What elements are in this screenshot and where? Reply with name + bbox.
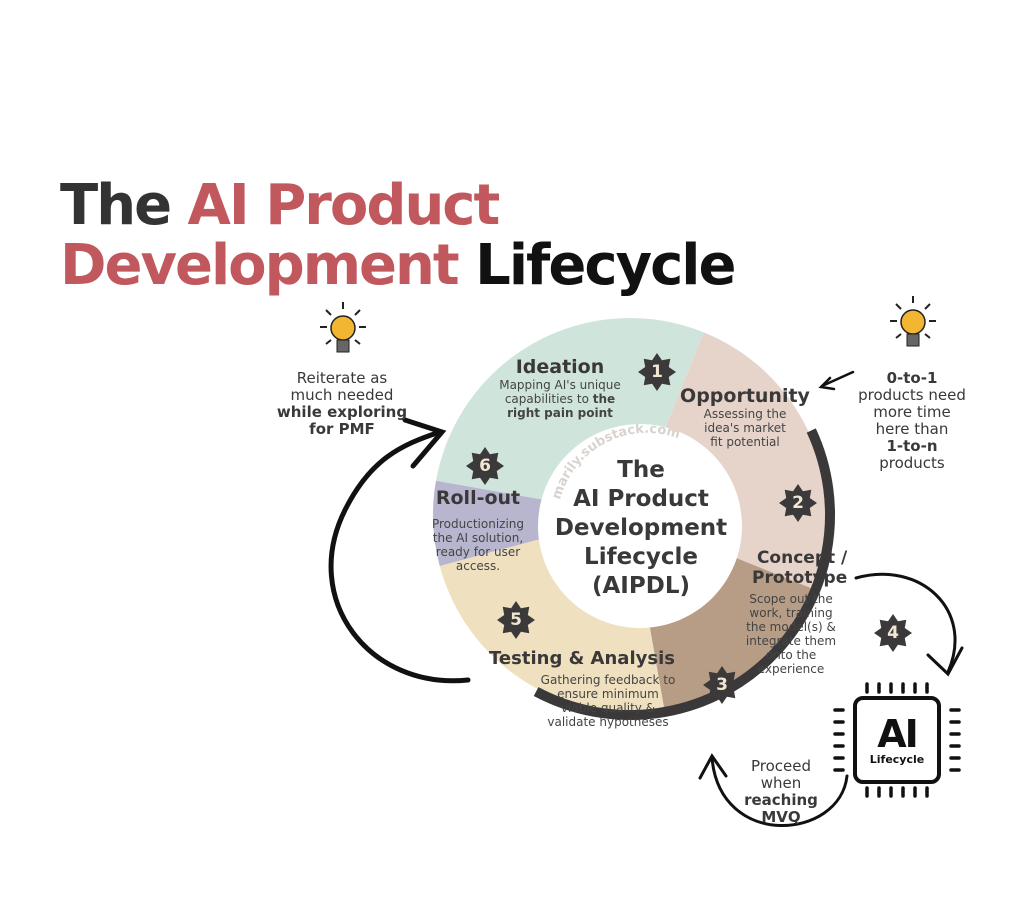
stage-title: Roll-out: [435, 487, 521, 509]
lightbulb-icon: [886, 294, 940, 362]
stage-title: Opportunity: [680, 385, 810, 407]
stage-6-badge: 6: [466, 447, 504, 485]
note-proceed: Proceed when reaching MVQ: [744, 758, 818, 826]
stage-desc: capabilities to: [504, 392, 593, 406]
stage-concept-desc: Scope out the work, training the model(s…: [746, 592, 836, 676]
stage-title: Prototype: [752, 568, 848, 588]
title-the: The: [60, 173, 172, 238]
stage-desc: viable quality &: [560, 701, 656, 715]
note-line: products need: [858, 386, 966, 404]
note-line-bold: reaching: [744, 791, 818, 809]
stage-desc: onto the: [765, 648, 817, 662]
stage-desc: ensure minimum: [557, 687, 659, 701]
center-line: Development: [554, 515, 728, 541]
stage-desc: Gathering feedback to: [540, 673, 676, 687]
stage-3-badge: 3: [703, 666, 741, 704]
stage-testing-desc: Gathering feedback to ensure minimum via…: [541, 673, 676, 729]
stage-testing: Testing & Analysis: [489, 648, 675, 669]
proceed-arrow: [698, 753, 849, 827]
stage-1-badge: 1: [638, 353, 676, 391]
title-ai-product: AI Product: [187, 173, 501, 238]
page-title: The AI Product Development Lifecycle: [60, 173, 736, 298]
stage-desc: the AI solution,: [432, 531, 524, 545]
stage-desc-bold: right pain point: [507, 406, 613, 420]
stage-opportunity: Opportunity Assessing the idea's market …: [680, 385, 810, 449]
note-line: Proceed: [750, 757, 812, 775]
stage-desc: access.: [455, 559, 501, 573]
note-0-to-1: 0-to-1 products need more time here than…: [858, 370, 966, 472]
note-line-bold: 1-to-n: [886, 437, 938, 455]
stage-desc: integrate them: [745, 634, 837, 648]
chip-ai-text: AI: [877, 711, 919, 756]
stage-rollout: Roll-out Productionizing the AI solution…: [432, 487, 524, 573]
stage-2-badge: 2: [779, 484, 817, 522]
stage-desc: idea's market: [704, 421, 786, 435]
stage-desc: the model(s) &: [746, 620, 836, 634]
stage-desc: fit potential: [710, 435, 780, 449]
title-development: Development: [60, 233, 460, 298]
stage-title: Concept /: [756, 548, 848, 568]
ai-lifecycle-chip-icon: AI Lifecycle: [853, 696, 941, 784]
note-line: much needed: [290, 386, 394, 404]
stage-desc: work, training: [749, 606, 833, 620]
chip-pins: [833, 682, 961, 798]
stage-desc: ready for user: [435, 545, 521, 559]
wheel-shadow-ring: [533, 428, 835, 720]
stage-title: Testing & Analysis: [489, 648, 675, 669]
stage-concept: Concept / Prototype: [752, 548, 847, 588]
stage-4-badge: 4: [874, 614, 912, 652]
note-line: more time: [873, 403, 951, 421]
center-line: Lifecycle: [584, 544, 698, 570]
center-line: (AIPDL): [592, 573, 690, 599]
note-line: when: [760, 774, 802, 792]
note-line: products: [879, 454, 945, 472]
stage-desc: experience: [757, 662, 825, 676]
center-title: The AI Product Development Lifecycle (AI…: [555, 456, 727, 601]
stage-desc: validate hypotheses: [547, 715, 669, 729]
stage-desc: Scope out the: [749, 592, 833, 606]
chip-lifecycle-text: Lifecycle: [869, 752, 925, 766]
wedge-rollout: [433, 480, 630, 566]
note-line: Reiterate as: [296, 369, 388, 387]
note-reiterate: Reiterate as much needed while exploring…: [277, 370, 407, 438]
stage-desc: Mapping AI's unique: [499, 378, 621, 392]
stage-5-badge: 5: [497, 601, 535, 639]
opportunity-pointer-arrow: [818, 370, 855, 391]
wheel-center: [538, 424, 742, 628]
center-line: AI Product: [573, 486, 709, 512]
note-line-bold: MVQ: [761, 808, 801, 826]
note-line-bold: for PMF: [309, 420, 375, 438]
stage-desc-bold: the: [592, 392, 616, 406]
title-lifecycle: Lifecycle: [475, 233, 736, 298]
center-line: The: [617, 457, 665, 483]
stage-desc: Productionizing: [431, 517, 525, 531]
stage-ideation: Ideation Mapping AI's unique capabilitie…: [499, 356, 621, 420]
to-ai-lifecycle-arrow: [854, 572, 964, 677]
note-line-bold: 0-to-1: [886, 369, 938, 387]
stage-desc: Assessing the: [703, 407, 787, 421]
lightbulb-icon: [316, 300, 370, 368]
stage-title: Ideation: [515, 356, 605, 378]
note-line: here than: [875, 420, 949, 438]
note-line-bold: while exploring: [276, 403, 408, 421]
reiterate-arrow: [328, 417, 471, 684]
